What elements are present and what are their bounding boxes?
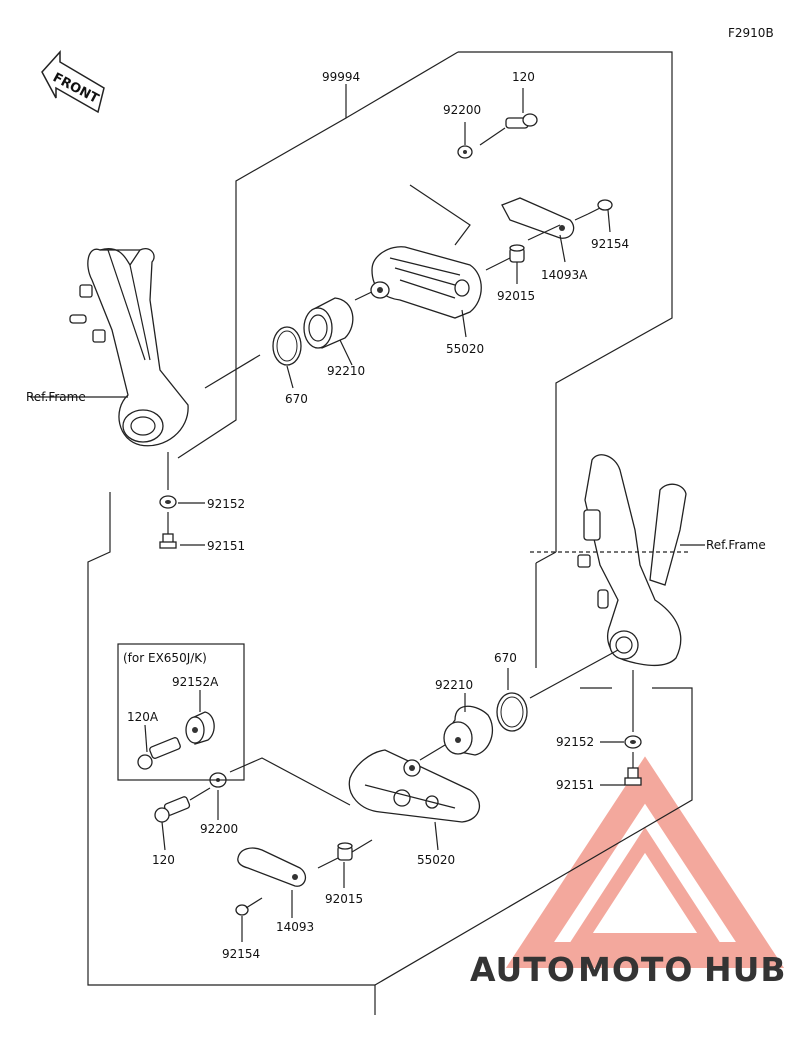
watermark: AUTO MOTO HUB bbox=[470, 756, 787, 989]
label-99994: 99994 bbox=[322, 70, 360, 84]
watermark-auto: AUTO bbox=[470, 950, 576, 989]
part-92015-top-collar bbox=[509, 244, 525, 263]
watermark-moto: MOTO bbox=[578, 950, 693, 989]
label-92210-top: 92210 bbox=[327, 364, 365, 378]
label-670-bottom: 670 bbox=[494, 651, 517, 665]
label-120A: 120A bbox=[127, 710, 159, 724]
group-bracket-line-right bbox=[458, 51, 673, 552]
label-92154-bottom: 92154 bbox=[222, 947, 260, 961]
label-ref-frame-left: Ref.Frame bbox=[26, 390, 86, 404]
part-120-bottom-bolt bbox=[154, 796, 191, 823]
label-14093A: 14093A bbox=[541, 268, 588, 282]
part-92154-bottom-screw bbox=[235, 897, 263, 916]
figure-code: F2910B bbox=[728, 26, 774, 40]
part-120-top-bolt bbox=[505, 113, 538, 129]
part-92210-top-bushing bbox=[303, 297, 354, 349]
label-92015-bottom: 92015 bbox=[325, 892, 363, 906]
watermark-hub: HUB bbox=[704, 950, 787, 989]
label-92015-top: 92015 bbox=[497, 289, 535, 303]
label-92152-top: 92152 bbox=[207, 497, 245, 511]
label-14093: 14093 bbox=[276, 920, 314, 934]
label-ref-frame-right: Ref.Frame bbox=[706, 538, 766, 552]
frame-bracket-right bbox=[577, 454, 687, 667]
label-55020-top: 55020 bbox=[446, 342, 484, 356]
label-92151-top: 92151 bbox=[207, 539, 245, 553]
front-arrow-icon: FRONT bbox=[41, 50, 105, 114]
label-92151-bottom: 92151 bbox=[556, 778, 594, 792]
label-92210-bottom: 92210 bbox=[435, 678, 473, 692]
variant-box-label: (for EX650J/K) bbox=[123, 651, 207, 665]
label-670-top: 670 bbox=[285, 392, 308, 406]
variant-box bbox=[117, 643, 245, 781]
label-92152-bottom: 92152 bbox=[556, 735, 594, 749]
part-55020-bottom-slider bbox=[348, 749, 480, 823]
part-92151-top-bolt bbox=[159, 533, 177, 549]
label-55020-bottom: 55020 bbox=[417, 853, 455, 867]
frame-bracket-left bbox=[69, 248, 189, 447]
part-14093-plate bbox=[237, 847, 307, 887]
part-92151-bottom-bolt bbox=[624, 767, 642, 786]
label-92152A: 92152A bbox=[172, 675, 219, 689]
part-92152A-spacer bbox=[185, 711, 215, 745]
label-92200-bottom: 92200 bbox=[200, 822, 238, 836]
part-92154-top-screw bbox=[587, 199, 613, 215]
part-120A-bolt bbox=[137, 737, 181, 770]
label-120-top: 120 bbox=[512, 70, 535, 84]
part-92210-bottom-bushing bbox=[443, 705, 493, 756]
label-92154-top: 92154 bbox=[591, 237, 629, 251]
group-bracket-line bbox=[177, 112, 347, 459]
part-670-bottom-ring bbox=[496, 692, 528, 732]
label-120-bottom: 120 bbox=[152, 853, 175, 867]
part-92015-bottom-collar bbox=[337, 842, 353, 861]
part-14093A-plate bbox=[501, 197, 575, 239]
part-55020-top-slider bbox=[370, 246, 482, 319]
lower-frame-line bbox=[87, 492, 376, 1015]
part-670-top-ring bbox=[272, 326, 302, 366]
label-92200-top: 92200 bbox=[443, 103, 481, 117]
